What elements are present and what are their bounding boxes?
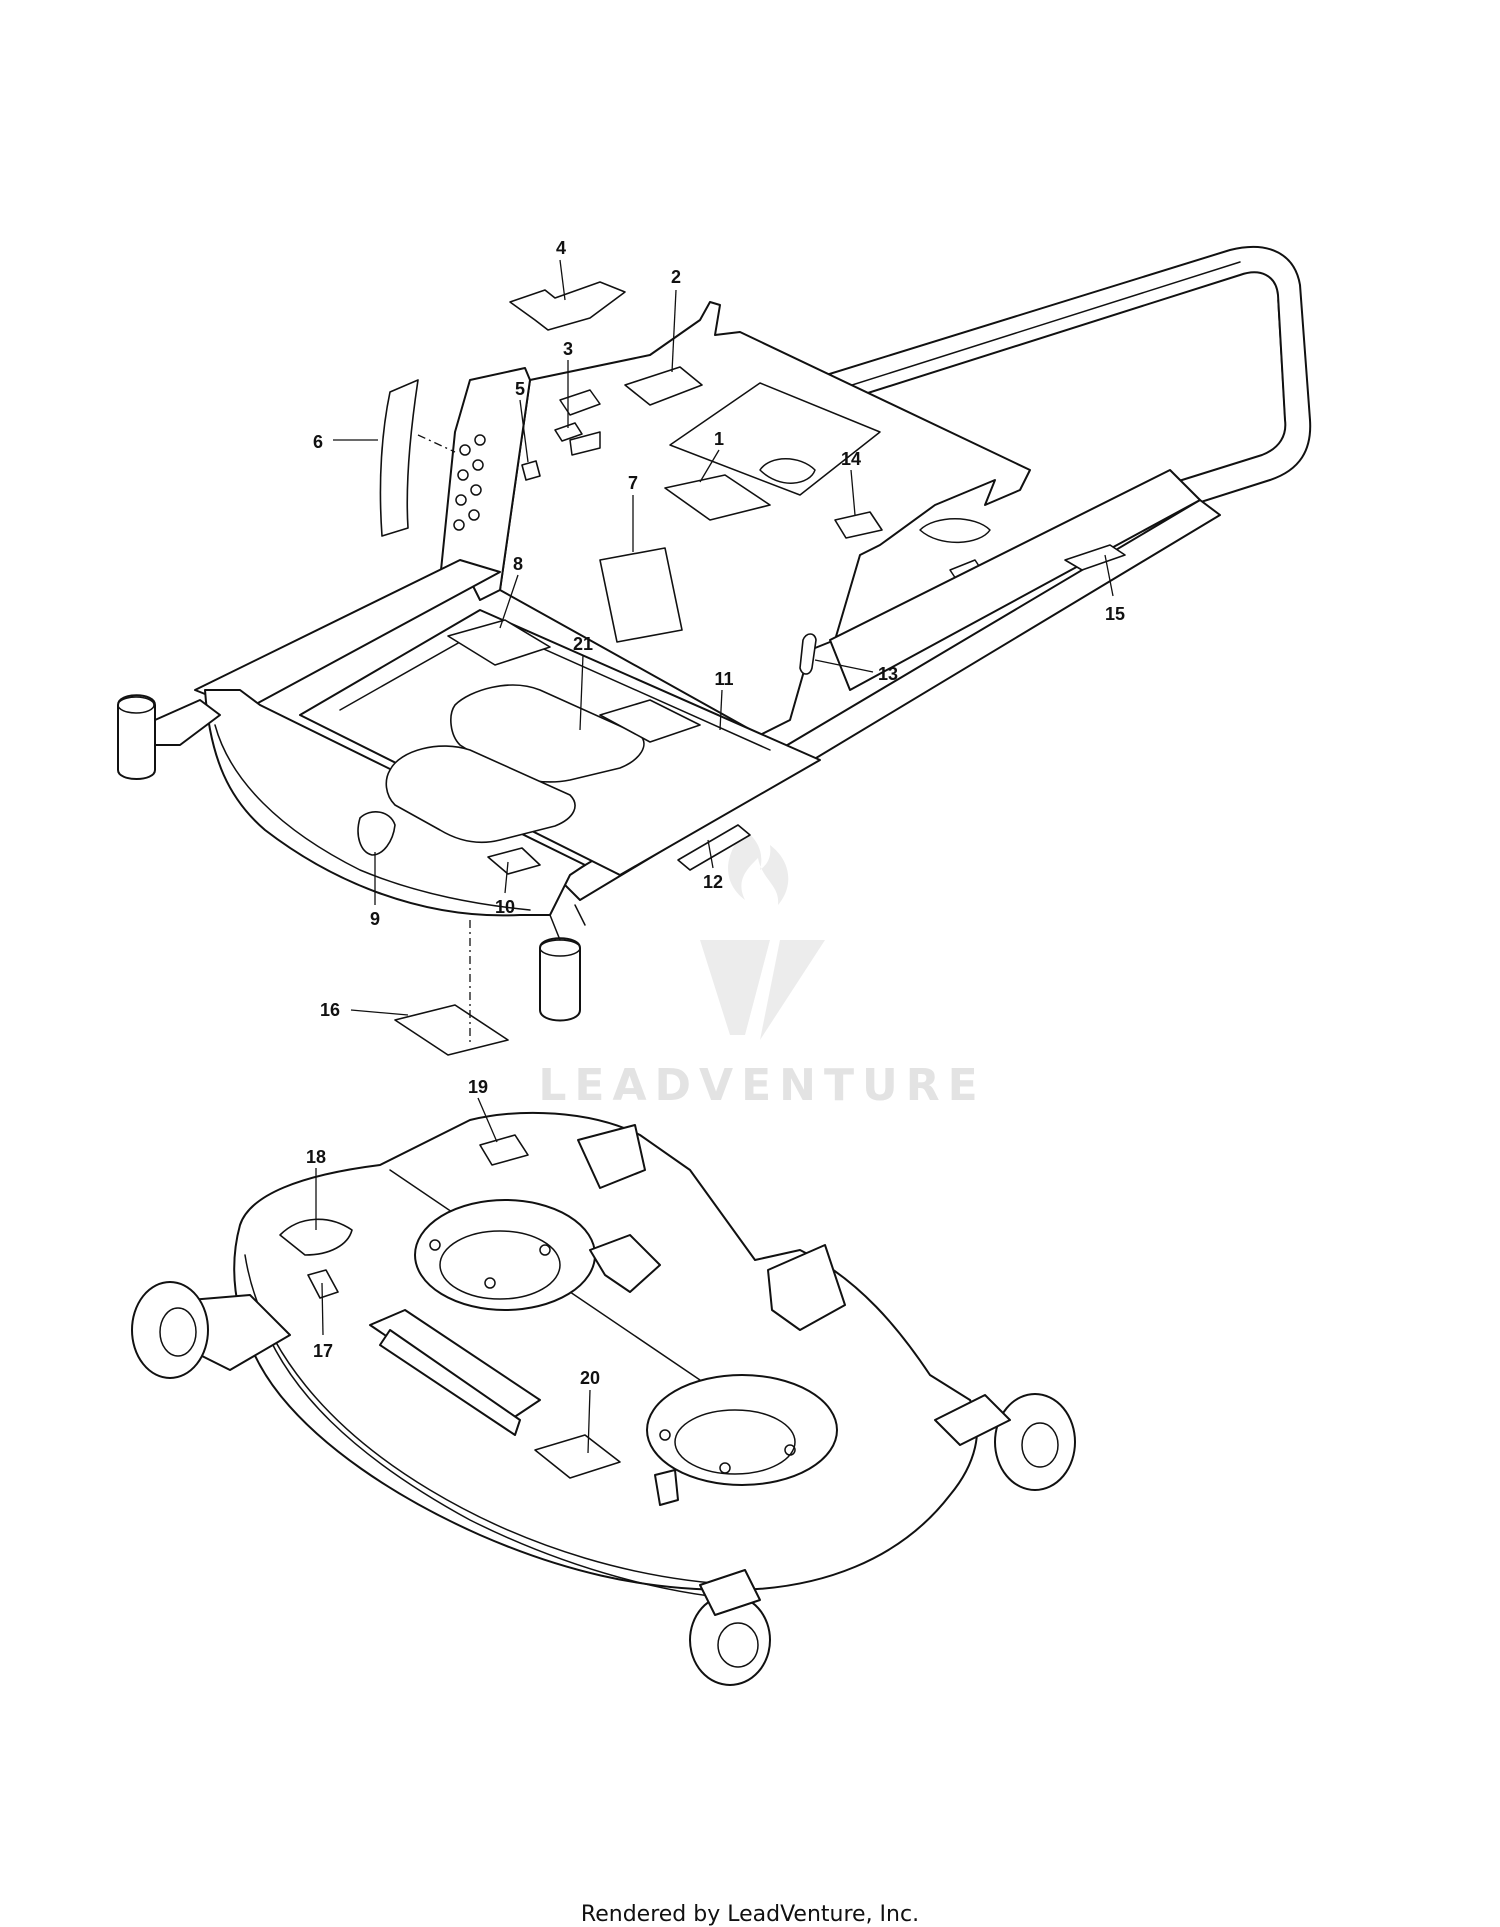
decal-9 bbox=[357, 811, 396, 856]
callout-17: 17 bbox=[313, 1341, 333, 1361]
decal-5 bbox=[521, 460, 541, 481]
callout-21: 21 bbox=[573, 634, 593, 654]
callout-5: 5 bbox=[515, 379, 525, 399]
callout-8: 8 bbox=[513, 554, 523, 574]
callout-3: 3 bbox=[563, 339, 573, 359]
decal-1 bbox=[664, 474, 771, 521]
callout-12: 12 bbox=[703, 872, 723, 892]
frame-assembly bbox=[117, 245, 1312, 1056]
footer-credit: Rendered by LeadVenture, Inc. bbox=[580, 1902, 920, 1927]
decal-8 bbox=[447, 619, 551, 666]
watermark-logo: LEADVENTURE bbox=[538, 830, 985, 1111]
watermark-text: LEADVENTURE bbox=[538, 1060, 985, 1111]
decal-2 bbox=[624, 366, 703, 406]
decal-15 bbox=[1064, 544, 1126, 571]
decal-11 bbox=[599, 699, 701, 743]
callout-7: 7 bbox=[628, 473, 638, 493]
callout-10: 10 bbox=[495, 897, 515, 917]
decal-18 bbox=[279, 1218, 353, 1256]
decal-19 bbox=[479, 1134, 529, 1166]
decal-7 bbox=[599, 547, 683, 643]
callout-9: 9 bbox=[370, 909, 380, 929]
callout-labels: 4 2 3 5 6 1 14 7 8 21 11 13 15 12 10 9 1… bbox=[306, 238, 1125, 1388]
decal-6 bbox=[379, 379, 419, 537]
decal-10 bbox=[487, 847, 541, 875]
decal-13 bbox=[799, 633, 817, 675]
callout-20: 20 bbox=[580, 1368, 600, 1388]
callout-11: 11 bbox=[714, 669, 733, 689]
callout-2: 2 bbox=[671, 267, 681, 287]
callout-16: 16 bbox=[320, 1000, 340, 1020]
callout-15: 15 bbox=[1105, 604, 1125, 624]
callout-1: 1 bbox=[714, 429, 724, 449]
decal-17 bbox=[307, 1269, 339, 1299]
callout-18: 18 bbox=[306, 1147, 326, 1167]
mower-deck bbox=[131, 1111, 1076, 1686]
decal-21a bbox=[450, 684, 645, 783]
decal-16 bbox=[394, 1004, 509, 1056]
decal-14 bbox=[834, 511, 883, 539]
decal-21b bbox=[385, 745, 576, 844]
callout-4: 4 bbox=[556, 238, 566, 258]
decal-12 bbox=[677, 824, 751, 871]
decal-20 bbox=[534, 1434, 621, 1479]
leader-lines bbox=[315, 259, 1114, 1454]
decal-4 bbox=[509, 281, 626, 331]
callout-13: 13 bbox=[878, 664, 898, 684]
callout-6: 6 bbox=[313, 432, 323, 452]
callout-19: 19 bbox=[468, 1077, 488, 1097]
callout-14: 14 bbox=[841, 449, 861, 469]
